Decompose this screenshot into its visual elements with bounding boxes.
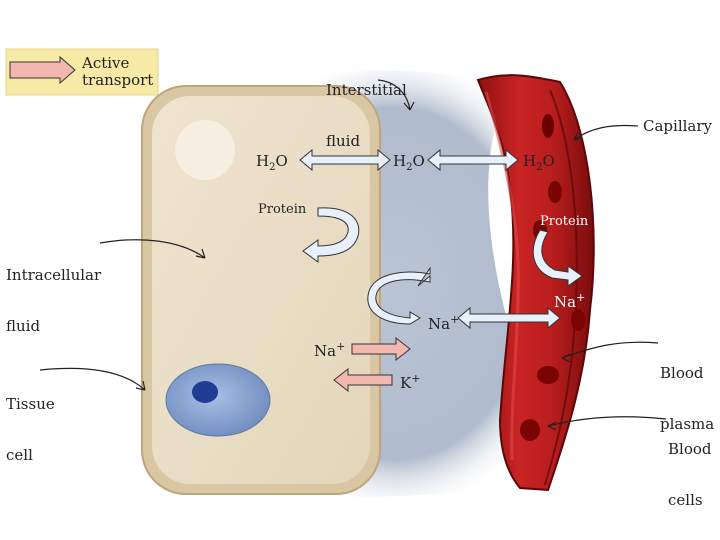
tissue-cell-label-line1: Tissue bbox=[6, 395, 55, 413]
k-cell-label: K+ bbox=[400, 372, 421, 392]
blood-cells-label-line1: Blood bbox=[668, 440, 712, 458]
na-interstitial-capillary-arrow bbox=[457, 306, 561, 330]
blood-cell bbox=[571, 309, 585, 331]
na-interstitial-label: Na+ bbox=[428, 313, 460, 333]
intracellular-fluid-label-line1: Intracellular bbox=[6, 266, 102, 284]
h2o-cell-label: H2O bbox=[256, 152, 288, 174]
tissue-cell-leader bbox=[39, 367, 146, 391]
blood-plasma-label-line1: Blood bbox=[660, 364, 704, 382]
blood-cells-label-line2: cells bbox=[668, 491, 703, 509]
tissue-cell-label-line2: cell bbox=[6, 446, 33, 464]
na-interstitial-arrow bbox=[367, 266, 431, 325]
interstitial-fluid-label-line1: Interstitial bbox=[326, 81, 407, 99]
capillary-leader bbox=[573, 124, 639, 141]
nucleus bbox=[165, 363, 271, 437]
tissue-cell-label: Tissue cell bbox=[6, 362, 55, 481]
blood-plasma-leader bbox=[561, 341, 659, 359]
blood-cells-leader bbox=[547, 416, 667, 427]
protein-capillary-label: Protein bbox=[540, 214, 589, 229]
legend bbox=[5, 48, 159, 96]
legend-label-line2: transport bbox=[82, 71, 154, 89]
na-cell-label: Na+ bbox=[314, 340, 346, 360]
leader-lines bbox=[39, 79, 667, 431]
water-exchange-arrows bbox=[299, 148, 519, 172]
capillary bbox=[476, 74, 595, 492]
na-capillary-label: Na+ bbox=[554, 291, 586, 311]
interstitial-fluid-label: Interstitial fluid bbox=[326, 48, 407, 167]
blood-cell bbox=[537, 366, 559, 384]
nucleolus bbox=[192, 381, 218, 403]
blood-cell bbox=[548, 181, 562, 203]
blood-cells-label: Blood cells bbox=[668, 407, 711, 526]
intracellular-leader bbox=[99, 239, 206, 259]
cell-highlight bbox=[175, 120, 235, 180]
legend-active-arrow-icon bbox=[9, 55, 76, 85]
blood-cell bbox=[542, 114, 554, 138]
h2o-interstitial-capillary-arrow bbox=[427, 148, 519, 172]
interstitial-leader bbox=[377, 79, 411, 111]
legend-label-line1: Active bbox=[82, 54, 130, 72]
protein-cell-label: Protein bbox=[258, 202, 307, 217]
blood-cell bbox=[520, 419, 540, 441]
h2o-cell-interstitial-arrow bbox=[299, 148, 391, 172]
blood-plasma-label: Blood plasma bbox=[660, 331, 714, 450]
intracellular-fluid-label-line2: fluid bbox=[6, 317, 41, 335]
intracellular-fluid-label: Intracellular fluid bbox=[6, 233, 101, 352]
protein-cell-arrow bbox=[302, 207, 360, 263]
protein-capillary-arrow bbox=[532, 229, 583, 287]
h2o-capillary-label: H2O bbox=[523, 152, 555, 174]
h2o-interstitial-label: H2O bbox=[393, 152, 425, 174]
blood-plasma-label-line2: plasma bbox=[660, 415, 715, 433]
capillary-label: Capillary bbox=[643, 117, 713, 135]
k-active-transport-arrow bbox=[333, 367, 393, 393]
na-active-transport-arrow bbox=[351, 336, 411, 362]
legend-label: Active transport bbox=[82, 55, 153, 89]
interstitial-fluid-label-line2: fluid bbox=[326, 132, 361, 150]
